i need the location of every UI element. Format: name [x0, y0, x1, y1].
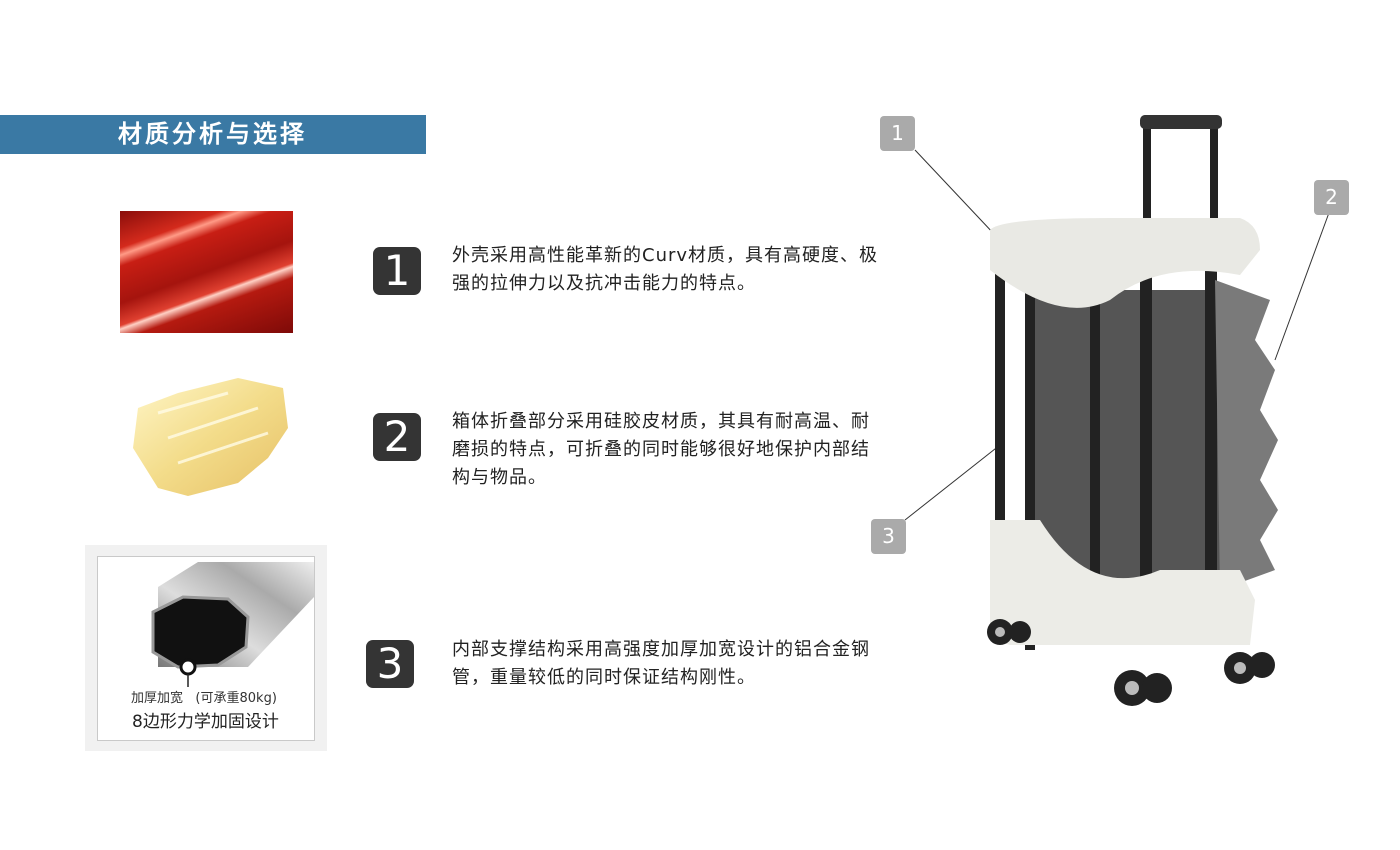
- pipe-label-main: 8边形力学加固设计: [132, 712, 279, 732]
- pipe-label-row: 加厚加宽 (可承重80kg): [131, 687, 277, 706]
- material-number-badge: 1: [373, 247, 421, 295]
- material-description: 箱体折叠部分采用硅胶皮材质，其具有耐高温、耐磨损的特点，可折叠的同时能够很好地保…: [452, 411, 870, 488]
- pipe-image-frame: 加厚加宽 (可承重80kg) 8边形力学加固设计: [97, 556, 315, 741]
- silicone-material-image: [133, 378, 288, 496]
- pipe-label-load: (可承重80kg): [195, 691, 277, 706]
- callout-marker: 3: [871, 519, 906, 554]
- pipe-illustration: [151, 562, 314, 687]
- curv-material-image: [120, 211, 293, 333]
- aluminum-pipe-image: 加厚加宽 (可承重80kg) 8边形力学加固设计: [85, 545, 327, 751]
- section-title: 材质分析与选择: [118, 120, 307, 148]
- pipe-label-thick: 加厚加宽: [131, 691, 184, 706]
- section-title-banner: 材质分析与选择: [0, 115, 426, 154]
- suitcase-illustration: [904, 115, 1331, 706]
- material-description: 外壳采用高性能革新的Curv材质，具有高硬度、极强的拉伸力以及抗冲击能力的特点。: [452, 245, 879, 294]
- callout-marker: 1: [880, 116, 915, 151]
- material-number-badge: 3: [366, 640, 414, 688]
- callout-marker: 2: [1314, 180, 1349, 215]
- material-description: 内部支撑结构采用高强度加厚加宽设计的铝合金钢管，重量较低的同时保证结构刚性。: [452, 639, 870, 688]
- material-number-badge: 2: [373, 413, 421, 461]
